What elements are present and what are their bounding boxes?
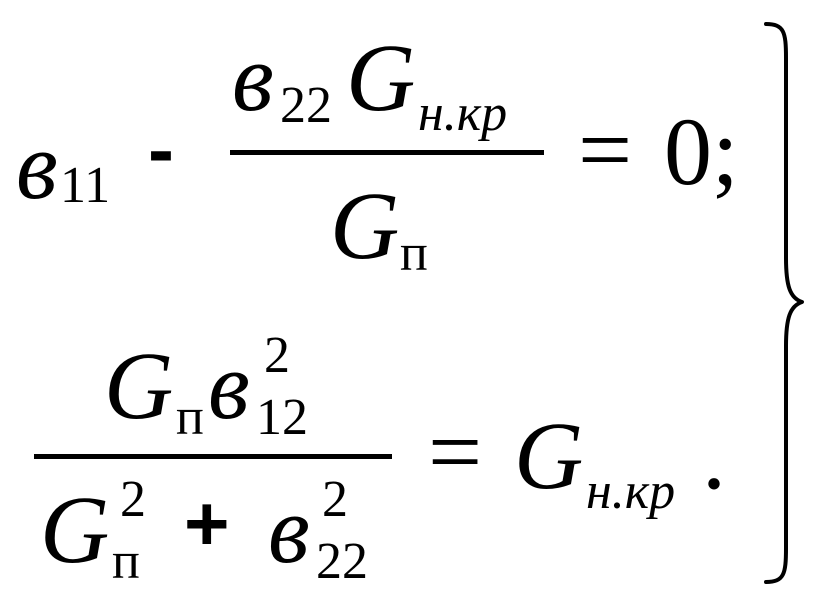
eq1-denominator-subscript: п <box>400 225 428 282</box>
eq2-denominator-subscript-1: п <box>112 533 140 590</box>
eq1-minus-sign: - <box>148 105 174 193</box>
eq1-lhs-subscript: 11 <box>60 157 111 214</box>
eq2-denominator-variable-2: в <box>268 476 310 583</box>
eq2-rhs-period: . <box>702 402 726 509</box>
eq2-denominator-superscript-1: 2 <box>120 471 146 528</box>
eq1-numerator-variable-1: в <box>232 24 274 131</box>
eq1-equals-sign: = <box>578 96 633 203</box>
eq1-rhs-value: 0; <box>664 98 739 205</box>
eq2-numerator-variable-1: G <box>104 332 174 439</box>
right-brace <box>764 22 804 584</box>
eq1-lhs-variable: в <box>16 112 58 219</box>
eq2-numerator-subscript-1: п <box>176 389 204 446</box>
eq2-denominator-variable-1: G <box>40 476 110 583</box>
eq2-rhs-subscript: н.кр <box>586 463 676 520</box>
eq2-numerator-superscript-2: 2 <box>264 327 290 384</box>
eq2-rhs-variable: G <box>514 402 584 509</box>
eq2-plus-sign: + <box>184 479 230 567</box>
eq1-fraction-bar <box>230 150 544 155</box>
eq1-numerator-variable-2: G <box>346 24 416 131</box>
eq2-denominator-subscript-2: 22 <box>316 533 368 590</box>
eq2-fraction-bar <box>34 454 392 459</box>
eq1-denominator-variable: G <box>330 172 400 279</box>
eq2-denominator-superscript-2: 2 <box>322 471 348 528</box>
eq2-equals-sign: = <box>428 398 483 505</box>
eq2-numerator-variable-2: в <box>208 332 250 439</box>
eq1-numerator-subscript-1: 22 <box>280 77 332 134</box>
eq2-numerator-subscript-2: 12 <box>256 389 308 446</box>
eq1-numerator-subscript-2: н.кр <box>418 85 508 142</box>
